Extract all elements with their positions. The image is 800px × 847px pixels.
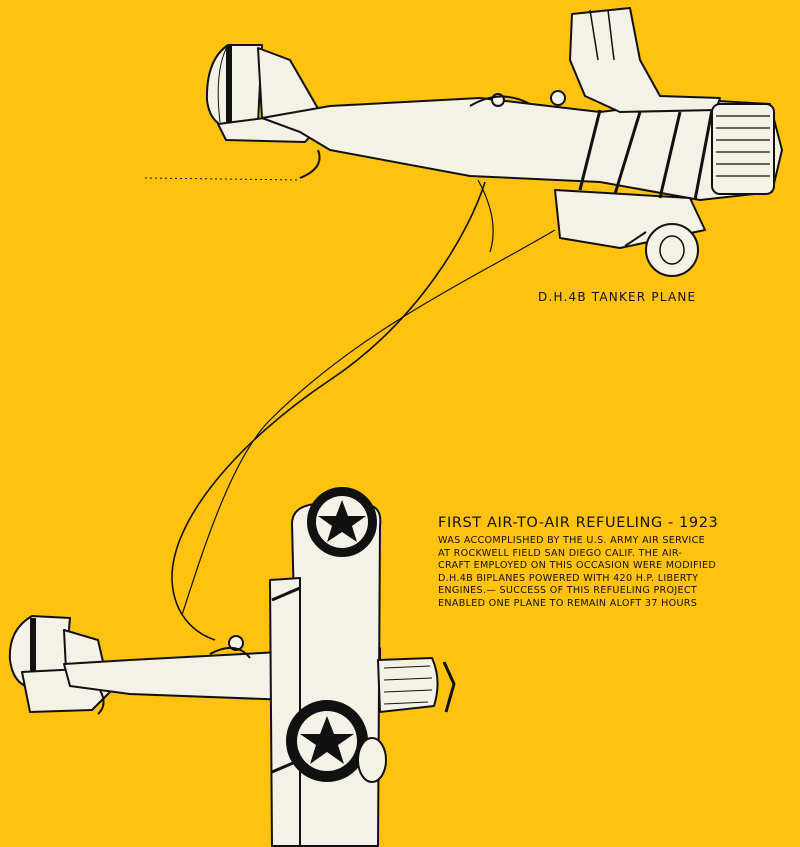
refueling-hose xyxy=(171,181,486,641)
star-roundel-upper xyxy=(307,487,377,557)
tanker-rudder xyxy=(205,44,263,129)
caption-line: D.H.4B BIPLANES POWERED WITH 420 H.P. LI… xyxy=(438,572,699,584)
receiver-propeller xyxy=(442,661,456,713)
caption-line: ENGINES.— SUCCESS OF THIS REFUELING PROJ… xyxy=(438,585,698,597)
caption-title: FIRST AIR-TO-AIR REFUELING - 1923 xyxy=(438,515,719,531)
star-roundel-lower xyxy=(286,700,368,782)
receiver-engine xyxy=(377,657,439,713)
caption-line: ENABLED ONE PLANE TO REMAIN ALOFT 37 HOU… xyxy=(438,597,698,609)
receiver-plane xyxy=(8,487,456,847)
trailing-line xyxy=(181,229,556,616)
receiver-lower-wing xyxy=(269,577,301,847)
caption-line: AT ROCKWELL FIELD SAN DIEGO CALIF. THE A… xyxy=(438,547,683,559)
tanker-plane xyxy=(144,7,783,277)
caption-line: CRAFT EMPLOYED ON THIS OCCASION WERE MOD… xyxy=(438,560,717,572)
tanker-plane-label: D.H.4B TANKER PLANE xyxy=(538,290,697,304)
caption-line: WAS ACCOMPLISHED BY THE U.S. ARMY AIR SE… xyxy=(438,535,705,546)
caption-block: FIRST AIR-TO-AIR REFUELING - 1923 WAS AC… xyxy=(438,515,793,611)
